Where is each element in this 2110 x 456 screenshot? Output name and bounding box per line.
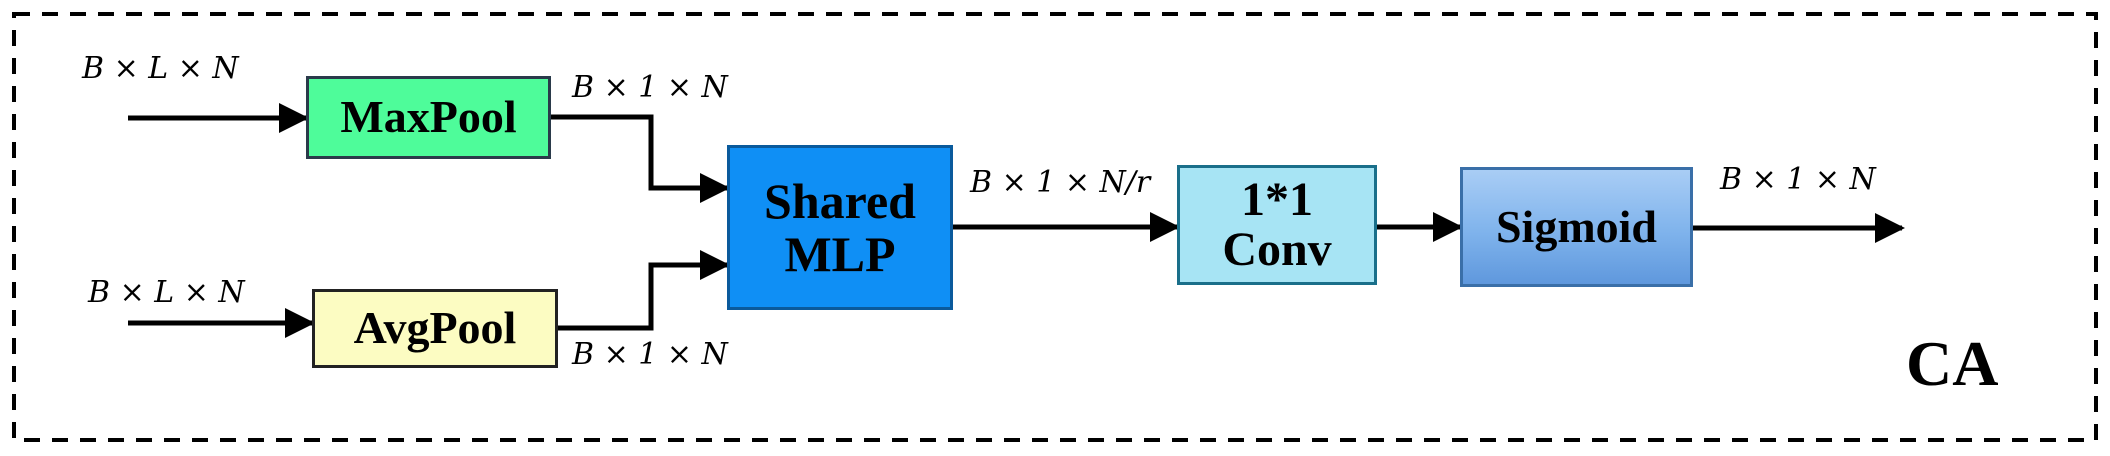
avgpool-block-label: AvgPool bbox=[353, 302, 517, 354]
avgpool-block: AvgPool bbox=[312, 289, 558, 368]
maxpool-block: MaxPool bbox=[306, 76, 551, 159]
conv-1x1-block: 1*1 Conv bbox=[1177, 165, 1377, 285]
shared-mlp-label-line2: MLP bbox=[784, 225, 896, 282]
sigmoid-block-label: Sigmoid bbox=[1495, 200, 1658, 252]
avgpool-input-shape-label: B × L × N bbox=[88, 275, 245, 310]
maxpool-to-mlp-arrow bbox=[551, 114, 730, 203]
maxpool-block-label: MaxPool bbox=[340, 91, 517, 143]
module-boundary bbox=[12, 12, 2098, 442]
conv-label-line2: Conv bbox=[1222, 223, 1332, 276]
maxpool-input-shape-label: B × L × N bbox=[82, 51, 239, 86]
sigmoid-block: Sigmoid bbox=[1460, 167, 1693, 287]
mlp-output-shape-label: B × 1 × N/r bbox=[970, 165, 1151, 200]
shared-mlp-block: Shared MLP bbox=[727, 145, 953, 310]
avgpool-output-shape-label: B × 1 × N bbox=[572, 337, 728, 372]
shared-mlp-label-line1: Shared bbox=[764, 173, 916, 229]
conv-label-line1: 1*1 bbox=[1240, 172, 1313, 226]
avgpool-to-mlp-arrow bbox=[558, 250, 730, 331]
module-title-ca: CA bbox=[1906, 328, 1999, 399]
final-output-shape-label: B × 1 × N bbox=[1720, 162, 1876, 197]
maxpool-output-shape-label: B × 1 × N bbox=[572, 70, 728, 105]
